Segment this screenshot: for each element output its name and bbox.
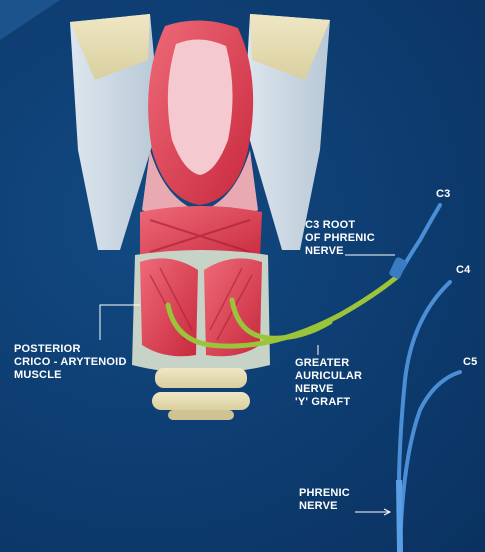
label-c3: C3 bbox=[436, 188, 450, 201]
label-c4: C4 bbox=[456, 264, 470, 277]
tracheal-ring-3 bbox=[168, 410, 234, 420]
label-greater-auricular-graft: GREATER AURICULAR NERVE 'Y' GRAFT bbox=[295, 357, 362, 409]
label-c3-root-of-phrenic-nerve: C3 ROOT OF PHRENIC NERVE bbox=[305, 219, 375, 258]
tracheal-ring-1 bbox=[155, 368, 247, 388]
phrenic-nerve-trunk bbox=[399, 480, 400, 552]
tracheal-ring-2 bbox=[152, 392, 250, 410]
label-posterior-crico-arytenoid: POSTERIOR CRICO - ARYTENOID MUSCLE bbox=[14, 343, 127, 382]
corner-gloss bbox=[0, 0, 60, 40]
c4-nerve-root bbox=[399, 282, 450, 552]
label-c5: C5 bbox=[463, 356, 477, 369]
label-phrenic-nerve: PHRENIC NERVE bbox=[299, 487, 350, 513]
c5-nerve-root bbox=[400, 372, 460, 552]
